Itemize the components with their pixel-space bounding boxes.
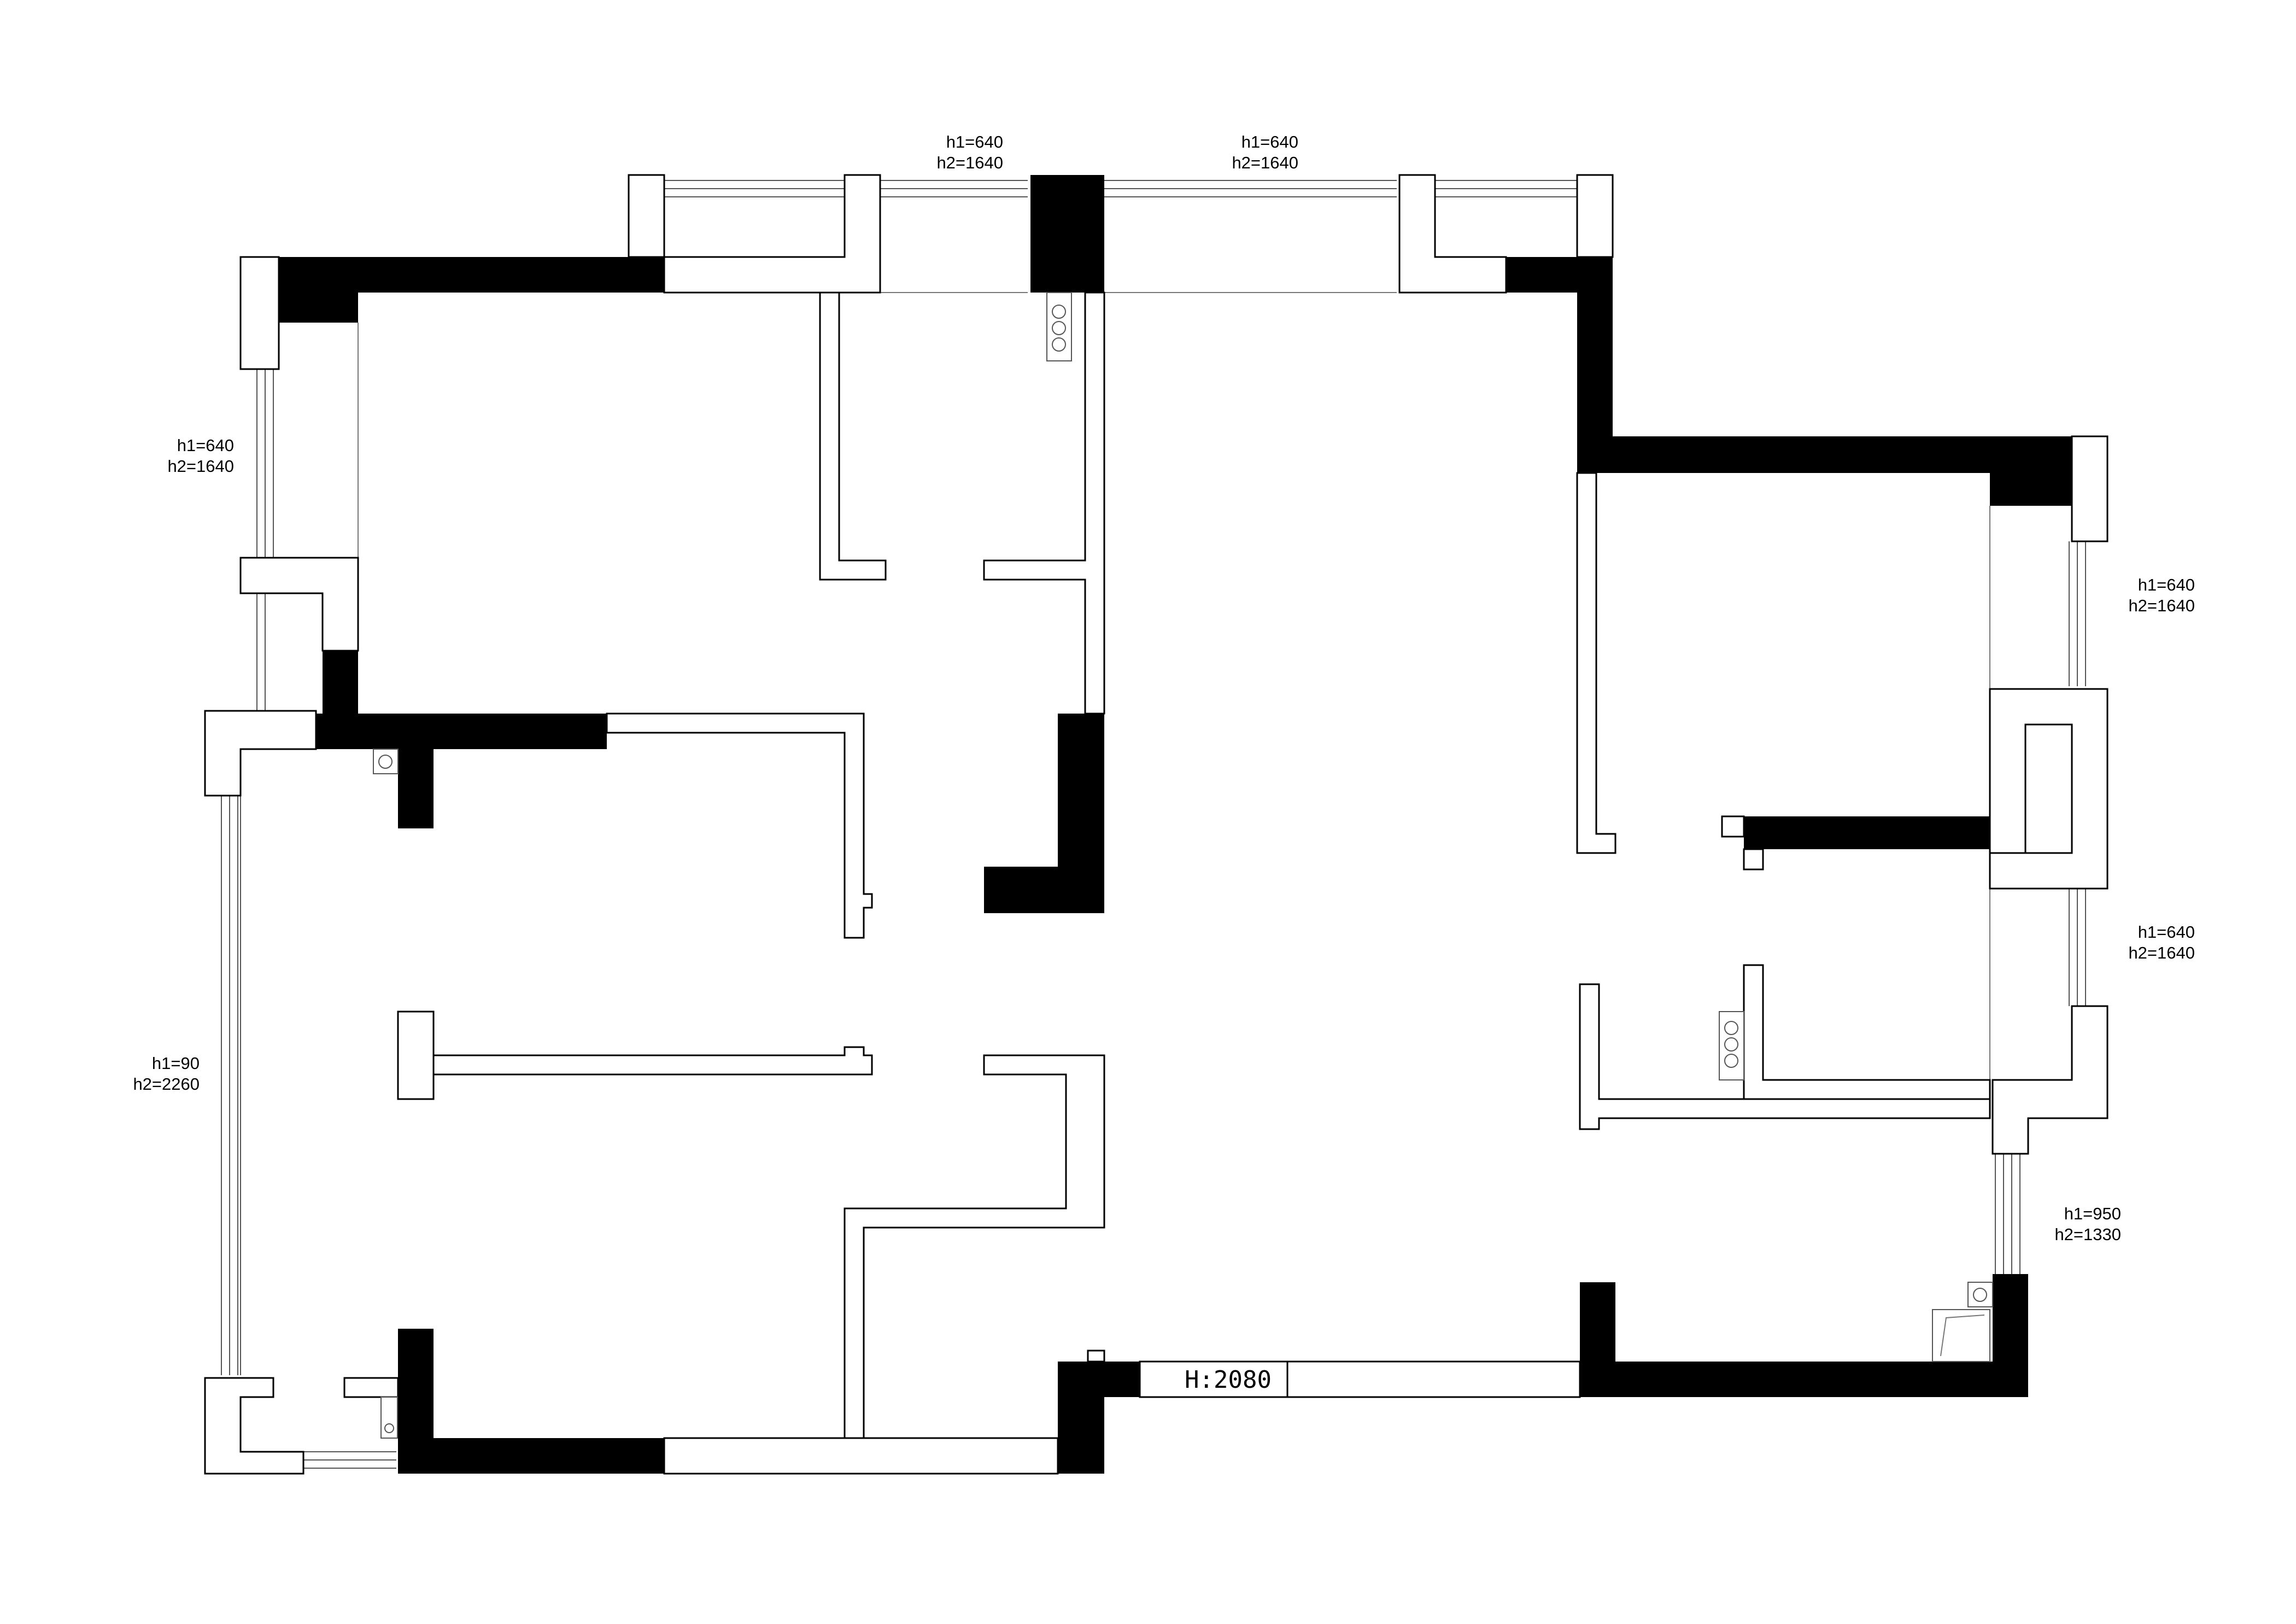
annotation-left-upper: h1=640 h2=1640: [167, 436, 234, 476]
column-left-inner: [398, 714, 434, 828]
annotation-top-left: h1=640 h2=1640: [936, 132, 1003, 172]
wall-bottom-center-top: [1058, 1362, 1140, 1397]
wall-right-upper: [1577, 436, 2072, 473]
window-lines: [221, 180, 2086, 1469]
annotation-top-right: h1=640 h2=1640: [1232, 132, 1298, 172]
window-left-long: [221, 749, 241, 1375]
annotation-h1: h1=640: [177, 436, 234, 455]
window-top-right: [1104, 180, 1577, 293]
annotation-h1: h1=950: [2064, 1204, 2121, 1223]
pipe-fixture-bottom-left: [380, 1397, 398, 1439]
annotation-h2: h2=1640: [2128, 596, 2195, 615]
pipe-fixture-left: [373, 749, 399, 774]
annotation-h2: h2=1640: [2128, 943, 2195, 962]
pipe-fixture-top: [1046, 292, 1072, 361]
annotation-h1: h1=640: [1241, 132, 1298, 151]
annotation-h2: h2=1640: [1232, 153, 1298, 172]
wall-bottom-right-corner: [1993, 1274, 2028, 1397]
column-top-center: [1030, 175, 1104, 293]
window-right-upper: [1989, 506, 2086, 689]
fixtures: [373, 292, 1993, 1439]
water-heater-fixture: [1932, 1282, 1993, 1362]
annotation-h2: h2=1640: [167, 457, 234, 476]
annotation-h1: h1=640: [946, 132, 1003, 151]
bearing-walls: [279, 175, 2072, 1474]
annotation-h1: h1=90: [152, 1054, 200, 1073]
wall-center-foot: [984, 867, 1104, 913]
window-bottom-left: [303, 1451, 396, 1469]
wall-top-left-corner: [279, 257, 358, 323]
annotation-right-middle: h1=640 h2=1640: [2128, 922, 2195, 962]
annotation-h2: h2=1330: [2054, 1225, 2121, 1244]
window-right-lower: [1995, 1154, 2020, 1274]
wall-bottom-left-horizontal: [398, 1438, 664, 1474]
annotation-h2: h2=1640: [936, 153, 1003, 172]
wall-right-mid-horizontal: [1744, 816, 1990, 849]
annotation-left-long: h1=90 h2=2260: [133, 1054, 200, 1094]
annotation-h1: h1=640: [2138, 575, 2195, 594]
partitions: [204, 174, 2108, 1475]
window-right-middle: [1989, 889, 2086, 1080]
window-top-left: [664, 180, 1028, 293]
wall-bottom-right: [1580, 1362, 2028, 1397]
annotation-right-lower: h1=950 h2=1330: [2054, 1204, 2121, 1244]
annotation-h2: h2=2260: [133, 1074, 200, 1094]
annotation-right-upper: h1=640 h2=1640: [2128, 575, 2195, 615]
window-left-upper: [256, 323, 359, 711]
wall-left-horizontal: [316, 714, 607, 749]
wall-right-upper-corner: [1990, 436, 2072, 506]
annotation-h1: h1=640: [2138, 922, 2195, 942]
pipe-fixture-right: [1719, 1011, 1744, 1080]
door-height-label: H:2080: [1185, 1366, 1272, 1394]
